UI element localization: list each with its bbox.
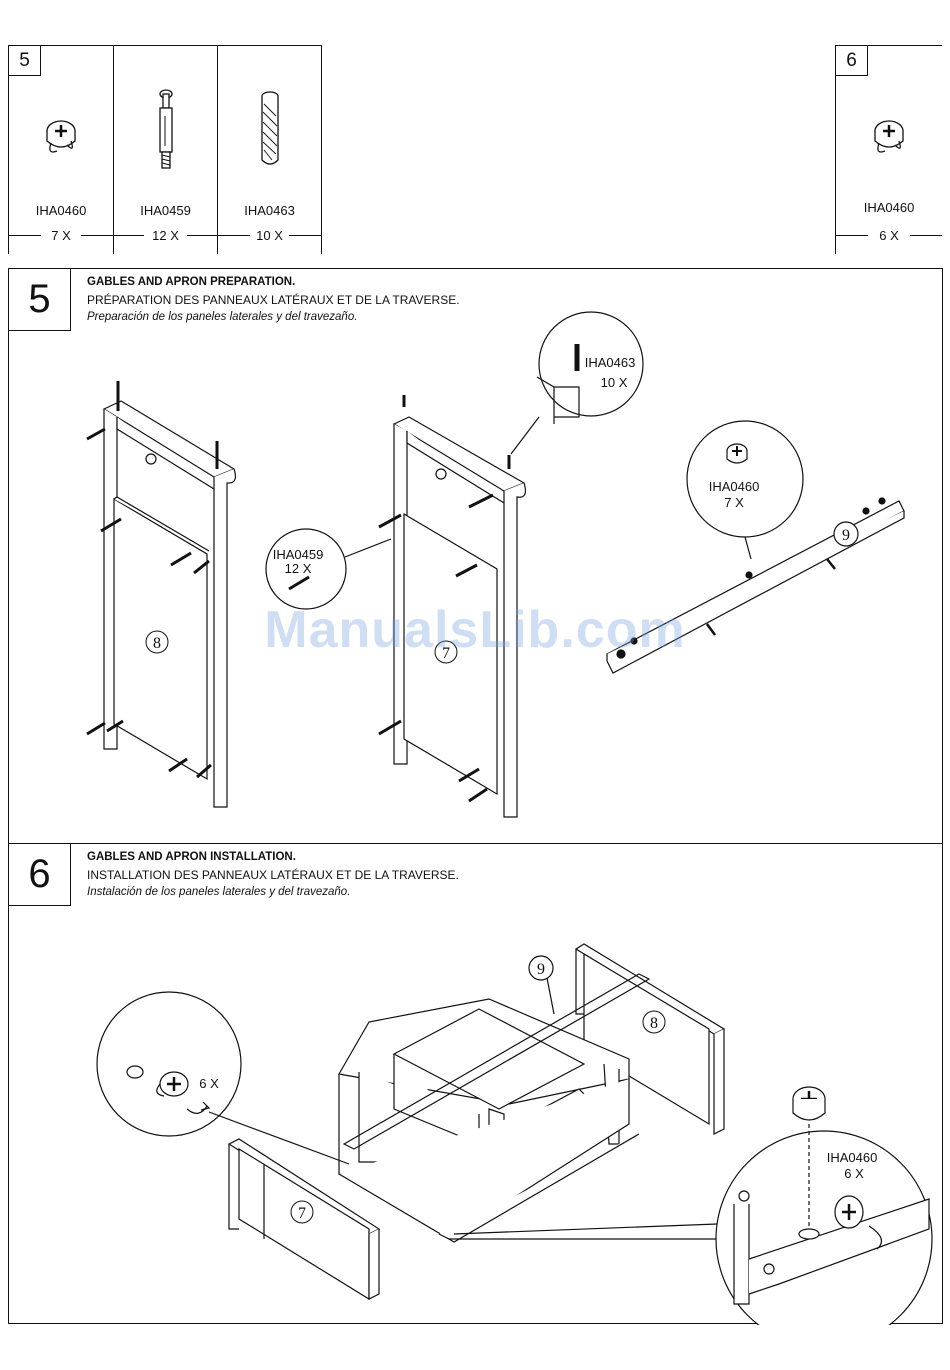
hardware-qty-row: 6 X: [836, 228, 942, 243]
callout-cam-lock-qty: 7 X: [724, 495, 744, 510]
part-label-9: 9: [842, 527, 850, 544]
hardware-panel-step6: 6 IHA0460 6 X: [835, 45, 942, 254]
part-label-7: 7: [298, 1205, 306, 1222]
hardware-item-cam-lock: IHA0460 7 X: [9, 46, 114, 254]
step6-illustration: 9 8 7: [96, 943, 933, 1325]
right-callout-code: IHA0460: [826, 1150, 878, 1165]
hardware-qty: 12 X: [152, 228, 179, 243]
gable-8-drawing: [86, 381, 237, 808]
dowel-callout-circle: [538, 311, 644, 417]
hardware-code: IHA0459: [140, 203, 191, 218]
part-label-8: 8: [153, 635, 161, 652]
step5-panel: 5 GABLES AND APRON PREPARATION. PRÉPARAT…: [8, 268, 943, 844]
step6-title-fr: INSTALLATION DES PANNEAUX LATÉRAUX ET DE…: [87, 868, 459, 882]
hardware-qty-row: 10 X: [218, 228, 321, 243]
hardware-qty: 6 X: [879, 228, 899, 243]
part-label-7: 7: [442, 645, 450, 662]
callout-cam-bolt-code: IHA0459: [272, 547, 324, 562]
step6-number: 6: [9, 844, 71, 906]
step6-title-en: GABLES AND APRON INSTALLATION.: [87, 851, 296, 863]
hardware-item-dowel: IHA0463 10 X: [218, 46, 321, 254]
step5-number: 5: [9, 269, 71, 331]
cam-lock-icon: [874, 120, 904, 153]
hardware-code: IHA0460: [863, 200, 915, 215]
callout-dowel-code: IHA0463: [584, 355, 636, 370]
step5-illustration: 8 7 9: [86, 311, 905, 818]
hardware-step-number: 5: [9, 46, 41, 76]
step5-title-es: Preparación de los paneles laterales y d…: [87, 311, 358, 323]
left-callout-qty: 6 X: [199, 1076, 219, 1091]
step6-panel: 6 GABLES AND APRON INSTALLATION. INSTALL…: [8, 843, 943, 1325]
hardware-qty: 10 X: [256, 228, 283, 243]
right-callout-qty: 6 X: [844, 1166, 864, 1181]
hardware-qty-row: 12 X: [114, 228, 217, 243]
cam-lock-icon: [46, 120, 76, 153]
apron-9-drawing: [606, 497, 905, 674]
cam-bolt-callout-circle: [265, 528, 347, 610]
step5-title-en: GABLES AND APRON PREPARATION.: [87, 276, 296, 288]
callout-cam-lock-code: IHA0460: [708, 479, 760, 494]
callout-cam-bolt-qty: 12 X: [284, 561, 312, 576]
wood-dowel-icon: [261, 91, 279, 165]
step6-title-es: Instalación de los paneles laterales y d…: [87, 886, 351, 898]
part-label-9: 9: [537, 961, 545, 978]
hardware-code: IHA0460: [35, 203, 87, 218]
left-callout-circle: [96, 991, 242, 1137]
hardware-panel-step5: 5 IHA0460 7 X: [8, 45, 322, 254]
hardware-step-number: 6: [836, 46, 868, 76]
callout-dowel-qty: 10 X: [600, 375, 628, 390]
hardware-item-cam-bolt: IHA0459 12 X: [114, 46, 218, 254]
hardware-qty: 7 X: [51, 228, 71, 243]
step5-title-fr: PRÉPARATION DES PANNEAUX LATÉRAUX ET DE …: [87, 293, 460, 307]
hardware-qty-row: 7 X: [9, 228, 113, 243]
cam-bolt-icon: [159, 89, 173, 169]
part-label-8: 8: [650, 1015, 658, 1032]
hardware-code: IHA0463: [244, 203, 295, 218]
watermark: ManualsLib.com: [264, 601, 686, 659]
